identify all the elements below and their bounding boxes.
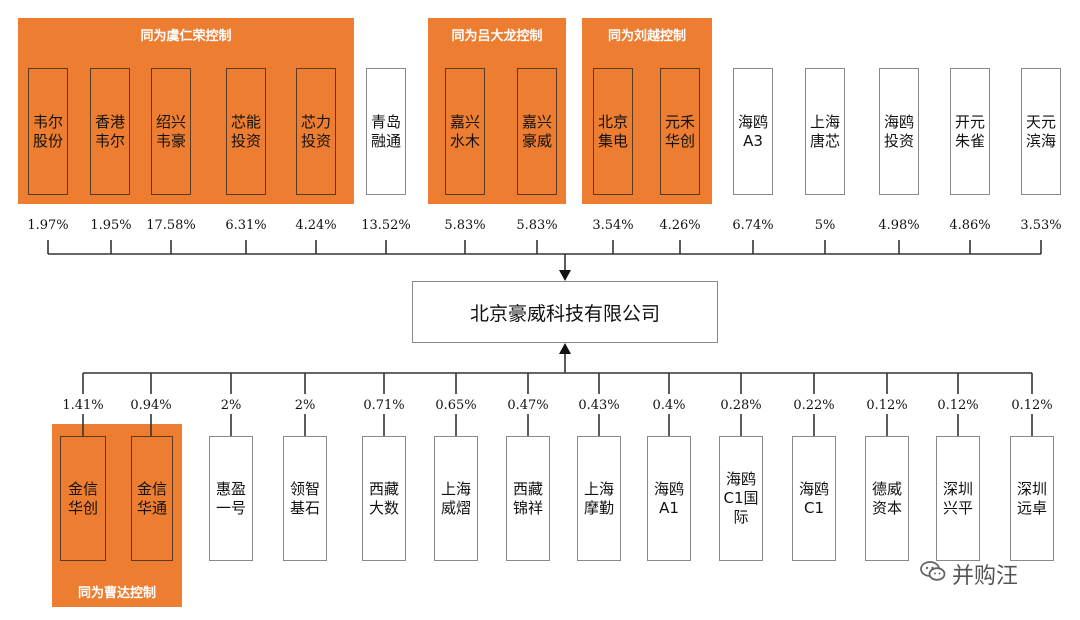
ownership-percent: 3.53% — [1020, 218, 1062, 233]
ownership-percent: 0.12% — [866, 398, 908, 413]
shareholder-box: 海鸥投资 — [879, 68, 919, 195]
shareholder-box: 惠盈一号 — [209, 436, 253, 561]
ownership-percent: 5.83% — [516, 218, 558, 233]
ownership-percent: 2% — [220, 398, 242, 413]
shareholder-box: 北京集电 — [593, 68, 633, 195]
ownership-percent: 0.12% — [1011, 398, 1053, 413]
shareholder-box: 香港韦尔 — [90, 68, 130, 195]
shareholder-box: 元禾华创 — [660, 68, 700, 195]
shareholder-box: 海鸥A1 — [647, 436, 691, 561]
shareholder-box: 金信华通 — [131, 436, 173, 561]
shareholder-box: 芯能投资 — [226, 68, 266, 195]
shareholder-box: 嘉兴水木 — [445, 68, 485, 195]
ownership-percent: 0.71% — [363, 398, 405, 413]
group-title: 同为虞仁荣控制 — [140, 29, 232, 44]
wechat-icon — [920, 560, 946, 588]
shareholder-box: 上海唐芯 — [805, 68, 845, 195]
shareholder-box: 上海摩勤 — [577, 436, 621, 561]
ownership-percent: 4.98% — [878, 218, 920, 233]
group-title: 同为曹达控制 — [77, 586, 156, 601]
shareholder-box: 青岛融通 — [366, 68, 406, 195]
shareholder-box: 绍兴韦豪 — [151, 68, 191, 195]
shareholder-box: 海鸥C1国际 — [719, 436, 763, 561]
ownership-percent: 6.31% — [225, 218, 267, 233]
ownership-percent: 0.47% — [507, 398, 549, 413]
ownership-percent: 2% — [294, 398, 316, 413]
shareholder-box: 嘉兴豪威 — [517, 68, 557, 195]
watermark-text: 并购汪 — [952, 564, 1019, 589]
shareholder-box: 上海威熠 — [434, 436, 478, 561]
ownership-percent: 13.52% — [361, 218, 411, 233]
ownership-percent: 5% — [814, 218, 836, 233]
ownership-percent: 0.22% — [793, 398, 835, 413]
shareholder-box: 开元朱雀 — [950, 68, 990, 195]
shareholder-box: 金信华创 — [60, 436, 106, 561]
ownership-percent: 5.83% — [444, 218, 486, 233]
ownership-percent: 0.43% — [578, 398, 620, 413]
shareholder-box: 德威资本 — [865, 436, 909, 561]
shareholder-box: 韦尔股份 — [28, 68, 68, 195]
ownership-percent: 0.4% — [652, 398, 686, 413]
ownership-percent: 4.24% — [295, 218, 337, 233]
shareholder-box: 西藏锦祥 — [506, 436, 550, 561]
ownership-percent: 0.12% — [937, 398, 979, 413]
shareholder-box: 天元滨海 — [1021, 68, 1061, 195]
shareholder-box: 海鸥C1 — [792, 436, 836, 561]
watermark: 并购汪 — [920, 558, 1018, 590]
group-title: 同为吕大龙控制 — [451, 29, 543, 44]
ownership-percent: 1.97% — [27, 218, 69, 233]
ownership-percent: 4.26% — [659, 218, 701, 233]
shareholder-box: 深圳兴平 — [936, 436, 980, 561]
ownership-percent: 4.86% — [949, 218, 991, 233]
shareholder-box: 海鸥A3 — [733, 68, 773, 195]
group-title: 同为刘越控制 — [607, 29, 686, 44]
shareholder-box: 芯力投资 — [296, 68, 336, 195]
shareholder-box: 西藏大数 — [362, 436, 406, 561]
ownership-percent: 1.95% — [90, 218, 132, 233]
ownership-percent: 0.28% — [720, 398, 762, 413]
ownership-percent: 6.74% — [732, 218, 774, 233]
ownership-percent: 0.65% — [435, 398, 477, 413]
ownership-percent: 3.54% — [592, 218, 634, 233]
ownership-percent: 0.94% — [130, 398, 172, 413]
target-company-box: 北京豪威科技有限公司 — [412, 281, 718, 343]
shareholder-box: 深圳远卓 — [1010, 436, 1054, 561]
shareholder-box: 领智基石 — [283, 436, 327, 561]
ownership-percent: 1.41% — [62, 398, 104, 413]
ownership-percent: 17.58% — [146, 218, 196, 233]
